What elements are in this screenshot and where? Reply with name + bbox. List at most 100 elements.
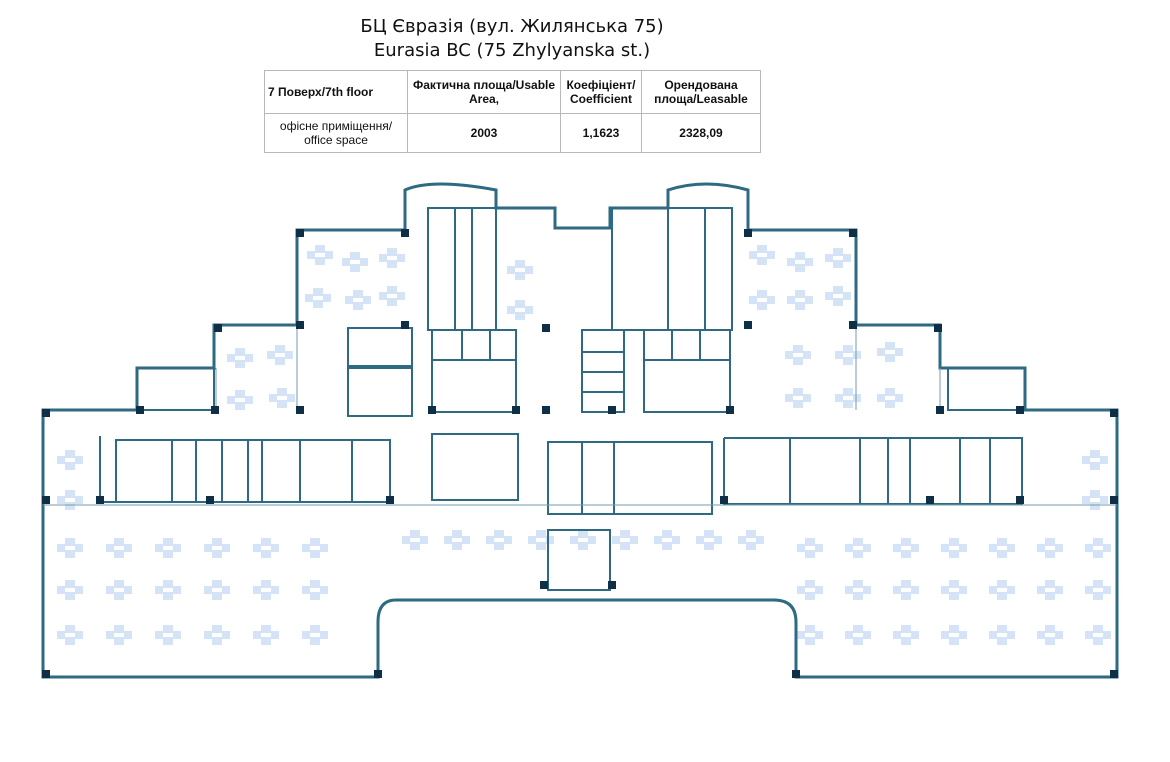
desk-cluster xyxy=(267,345,293,365)
desk-cluster xyxy=(845,538,871,558)
desk-cluster xyxy=(507,260,533,280)
column xyxy=(42,670,50,678)
column xyxy=(744,321,752,329)
desk-cluster xyxy=(941,538,967,558)
desk-cluster xyxy=(696,530,722,550)
column xyxy=(428,406,436,414)
column xyxy=(540,581,548,589)
desk-cluster xyxy=(1082,450,1108,470)
right-elevator-hall xyxy=(643,329,731,413)
desk-cluster xyxy=(155,625,181,645)
column xyxy=(1016,496,1024,504)
desk-cluster xyxy=(253,625,279,645)
desk-cluster xyxy=(749,245,775,265)
desk-cluster xyxy=(1037,580,1063,600)
desk-cluster xyxy=(893,538,919,558)
desk-cluster xyxy=(269,388,295,408)
desk-cluster xyxy=(989,625,1015,645)
left-elevator-hall xyxy=(431,329,517,413)
column xyxy=(1110,409,1118,417)
desk-cluster xyxy=(1082,490,1108,510)
desk-cluster xyxy=(302,580,328,600)
desk-cluster xyxy=(486,530,512,550)
column xyxy=(401,321,409,329)
desk-cluster xyxy=(227,348,253,368)
desk-cluster xyxy=(204,580,230,600)
column xyxy=(792,670,800,678)
desk-cluster xyxy=(785,388,811,408)
desk-cluster xyxy=(106,580,132,600)
left-core xyxy=(427,207,497,331)
left-service-block xyxy=(99,436,391,503)
space-type-cell: офісне приміщення/ office space xyxy=(264,113,408,153)
desk-cluster xyxy=(749,290,775,310)
column xyxy=(401,229,409,237)
column xyxy=(512,406,520,414)
desk-cluster xyxy=(825,286,851,306)
desk-cluster xyxy=(785,345,811,365)
desk-cluster xyxy=(253,580,279,600)
column xyxy=(1110,496,1118,504)
column xyxy=(934,324,942,332)
leasable-area-value: 2328,09 xyxy=(641,113,761,153)
right-core xyxy=(611,207,733,331)
desk-cluster xyxy=(893,580,919,600)
column xyxy=(1016,406,1024,414)
room-right-wing xyxy=(947,367,1026,411)
title-ua: БЦ Євразія (вул. Жилянська 75) xyxy=(360,16,664,37)
desk-cluster xyxy=(612,530,638,550)
desk-cluster xyxy=(797,625,823,645)
desk-cluster xyxy=(941,580,967,600)
desk-cluster xyxy=(444,530,470,550)
structural-columns xyxy=(42,229,1118,678)
column xyxy=(849,321,857,329)
desk-cluster xyxy=(825,248,851,268)
desk-cluster xyxy=(204,538,230,558)
desk-cluster xyxy=(787,290,813,310)
table-header-row: 7 Поверх/7th floor Фактична площа/Usable… xyxy=(264,70,761,114)
desk-cluster xyxy=(307,245,333,265)
desk-cluster xyxy=(253,538,279,558)
desk-cluster xyxy=(797,580,823,600)
leasable-area-header: Орендована площа/Leasable xyxy=(641,70,761,114)
outer-wall xyxy=(41,182,1119,679)
column xyxy=(936,406,944,414)
desk-cluster xyxy=(877,388,903,408)
area-table: 7 Поверх/7th floor Фактична площа/Usable… xyxy=(264,70,761,153)
desk-cluster xyxy=(797,538,823,558)
column xyxy=(1110,670,1118,678)
desk-cluster xyxy=(738,530,764,550)
column xyxy=(136,406,144,414)
desk-cluster xyxy=(57,625,83,645)
desk-cluster xyxy=(302,625,328,645)
desk-cluster xyxy=(204,625,230,645)
office-desks xyxy=(57,245,1111,645)
desk-cluster xyxy=(941,625,967,645)
desk-cluster xyxy=(1037,538,1063,558)
desk-cluster xyxy=(787,252,813,272)
desk-cluster xyxy=(654,530,680,550)
column xyxy=(42,409,50,417)
desk-cluster xyxy=(893,625,919,645)
column xyxy=(726,406,734,414)
column xyxy=(42,496,50,504)
desk-cluster xyxy=(1085,538,1111,558)
room-left-wing xyxy=(136,367,215,411)
desk-cluster xyxy=(1085,580,1111,600)
reception-room xyxy=(547,529,611,591)
desk-cluster xyxy=(379,248,405,268)
desk-cluster xyxy=(570,530,596,550)
column xyxy=(608,581,616,589)
desk-cluster xyxy=(57,580,83,600)
desk-cluster xyxy=(835,345,861,365)
column xyxy=(296,229,304,237)
column xyxy=(296,406,304,414)
desk-cluster xyxy=(507,300,533,320)
desk-cluster xyxy=(379,286,405,306)
right-service-block xyxy=(723,437,1023,505)
column xyxy=(744,229,752,237)
desk-cluster xyxy=(302,538,328,558)
desk-cluster xyxy=(1037,625,1063,645)
column xyxy=(720,496,728,504)
